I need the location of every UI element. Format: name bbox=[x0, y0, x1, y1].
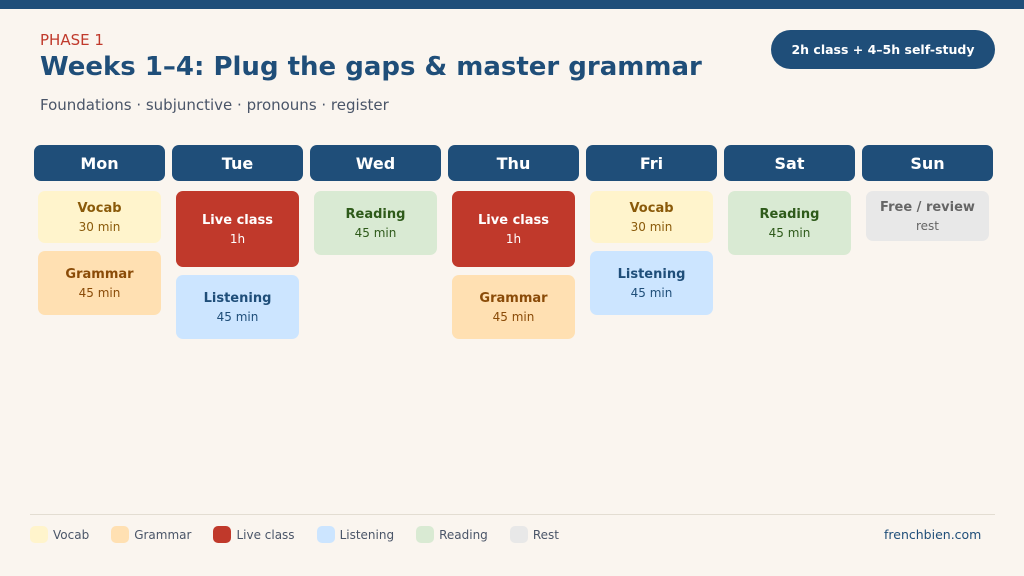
legend: Vocab Grammar Live class Listening Readi… bbox=[30, 526, 581, 543]
activity-duration: 45 min bbox=[492, 309, 535, 324]
activity-name: Grammar bbox=[479, 290, 548, 306]
legend-label: Reading bbox=[439, 527, 488, 542]
site-link[interactable]: frenchbien.com bbox=[884, 527, 982, 542]
time-commitment-badge: 2h class + 4–5h self-study bbox=[771, 30, 995, 69]
activity-card: Reading 45 min bbox=[314, 191, 437, 255]
activity-duration: 45 min bbox=[630, 285, 673, 300]
legend-label: Grammar bbox=[134, 527, 192, 542]
legend-label: Live class bbox=[236, 527, 295, 542]
day-column-sun: Sun Free / review rest bbox=[862, 145, 993, 339]
day-column-fri: Fri Vocab 30 min Listening 45 min bbox=[586, 145, 717, 339]
activity-card: Vocab 30 min bbox=[38, 191, 161, 243]
activity-duration: 45 min bbox=[768, 225, 811, 240]
legend-label: Vocab bbox=[53, 527, 90, 542]
legend-swatch bbox=[111, 526, 130, 543]
activity-name: Free / review bbox=[880, 199, 975, 215]
activity-card: Live class 1h bbox=[452, 191, 575, 267]
activity-card: Listening 45 min bbox=[176, 275, 299, 339]
day-header: Sun bbox=[862, 145, 993, 181]
top-bar bbox=[0, 0, 1024, 9]
activity-card: Free / review rest bbox=[866, 191, 989, 241]
legend-item-vocab: Vocab bbox=[30, 526, 89, 543]
activity-name: Reading bbox=[759, 206, 820, 222]
activity-duration: 1h bbox=[229, 231, 246, 246]
activity-name: Listening bbox=[617, 266, 686, 282]
day-header: Sat bbox=[724, 145, 855, 181]
legend-swatch bbox=[30, 526, 48, 543]
activity-name: Grammar bbox=[65, 266, 134, 282]
activity-duration: 45 min bbox=[216, 309, 259, 324]
legend-item-reading: Reading bbox=[416, 526, 488, 543]
day-header: Tue bbox=[172, 145, 303, 181]
page-title: Weeks 1–4: Plug the gaps & master gramma… bbox=[40, 52, 702, 82]
activity-card: Grammar 45 min bbox=[452, 275, 575, 339]
activity-name: Listening bbox=[203, 290, 272, 306]
activity-card: Reading 45 min bbox=[728, 191, 851, 255]
activity-card: Vocab 30 min bbox=[590, 191, 713, 243]
activity-name: Live class bbox=[202, 212, 273, 228]
legend-item-listening: Listening bbox=[316, 526, 395, 543]
activity-duration: rest bbox=[915, 218, 939, 233]
activity-card: Live class 1h bbox=[176, 191, 299, 267]
legend-swatch bbox=[316, 526, 335, 543]
page-subtitle: Foundations · subjunctive · pronouns · r… bbox=[40, 96, 389, 114]
week-schedule: Mon Vocab 30 min Grammar 45 min Tue Live c… bbox=[34, 145, 993, 339]
legend-swatch bbox=[509, 526, 528, 543]
day-column-mon: Mon Vocab 30 min Grammar 45 min bbox=[34, 145, 165, 339]
footer-divider bbox=[30, 514, 995, 515]
legend-label: Rest bbox=[532, 527, 559, 542]
activity-duration: 30 min bbox=[78, 219, 121, 234]
legend-label: Listening bbox=[339, 527, 395, 542]
day-header: Mon bbox=[34, 145, 165, 181]
activity-name: Vocab bbox=[629, 200, 674, 216]
activity-duration: 45 min bbox=[78, 285, 121, 300]
day-column-thu: Thu Live class 1h Grammar 45 min bbox=[448, 145, 579, 339]
day-column-wed: Wed Reading 45 min bbox=[310, 145, 441, 339]
activity-duration: 30 min bbox=[630, 219, 673, 234]
activity-name: Live class bbox=[478, 212, 549, 228]
activity-card: Grammar 45 min bbox=[38, 251, 161, 315]
legend-swatch bbox=[416, 526, 435, 543]
activity-name: Vocab bbox=[77, 200, 122, 216]
day-header: Fri bbox=[586, 145, 717, 181]
activity-name: Reading bbox=[345, 206, 406, 222]
activity-duration: 1h bbox=[505, 231, 522, 246]
day-header: Thu bbox=[448, 145, 579, 181]
day-column-tue: Tue Live class 1h Listening 45 min bbox=[172, 145, 303, 339]
legend-item-live-class: Live class bbox=[213, 526, 295, 543]
legend-swatch bbox=[213, 526, 232, 543]
activity-duration: 45 min bbox=[354, 225, 397, 240]
phase-label: PHASE 1 bbox=[40, 31, 104, 49]
legend-item-grammar: Grammar bbox=[111, 526, 191, 543]
legend-item-rest: Rest bbox=[509, 526, 559, 543]
activity-card: Listening 45 min bbox=[590, 251, 713, 315]
day-column-sat: Sat Reading 45 min bbox=[724, 145, 855, 339]
day-header: Wed bbox=[310, 145, 441, 181]
